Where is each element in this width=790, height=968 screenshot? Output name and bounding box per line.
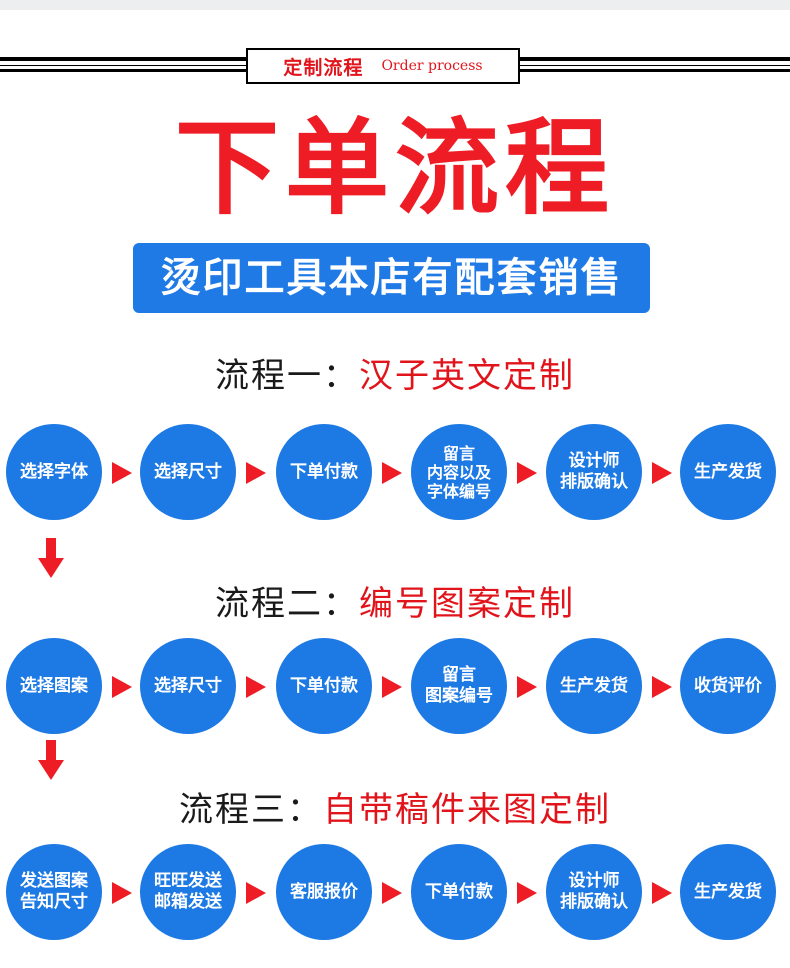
step-circle: 下单付款	[276, 424, 372, 520]
step-circle: 选择字体	[6, 424, 102, 520]
right-arrow-icon	[517, 882, 537, 904]
step-circle: 留言 图案编号	[411, 638, 507, 734]
step-circle: 下单付款	[411, 844, 507, 940]
step-circle: 下单付款	[276, 638, 372, 734]
right-arrow-icon	[517, 676, 537, 698]
process-1-name: 汉子英文定制	[359, 356, 575, 396]
header-title-cn: 定制流程	[283, 56, 364, 79]
right-arrow-icon	[652, 462, 672, 484]
down-arrow-icon	[38, 538, 64, 580]
process-3-name: 自带稿件来图定制	[323, 790, 611, 830]
right-arrow-icon	[112, 676, 132, 698]
process-2-steps: 选择图案 选择尺寸 下单付款 留言 图案编号 生产发货 收货评价	[0, 638, 790, 738]
right-arrow-icon	[382, 676, 402, 698]
tool-sales-banner: 烫印工具本店有配套销售	[133, 243, 650, 313]
step-circle: 选择图案	[6, 638, 102, 734]
process-2-name: 编号图案定制	[359, 584, 575, 624]
right-arrow-icon	[517, 462, 537, 484]
header-rule-left	[0, 57, 246, 77]
main-title: 下单流程	[174, 107, 615, 229]
step-circle: 发送图案 告知尺寸	[6, 844, 102, 940]
step-circle: 旺旺发送 邮箱发送	[140, 844, 236, 940]
down-arrow-icon	[38, 740, 64, 782]
step-circle: 选择尺寸	[140, 424, 236, 520]
step-circle: 设计师 排版确认	[546, 844, 642, 940]
process-1-title: 流程一：汉子英文定制	[0, 354, 790, 398]
step-circle: 留言 内容以及 字体编号	[411, 424, 507, 520]
right-arrow-icon	[112, 882, 132, 904]
step-circle: 生产发货	[680, 424, 776, 520]
process-1-steps: 选择字体 选择尺寸 下单付款 留言 内容以及 字体编号 设计师 排版确认 生产发…	[0, 424, 790, 524]
right-arrow-icon	[246, 882, 266, 904]
right-arrow-icon	[652, 882, 672, 904]
right-arrow-icon	[652, 676, 672, 698]
step-circle: 客服报价	[276, 844, 372, 940]
right-arrow-icon	[112, 462, 132, 484]
step-circle: 生产发货	[546, 638, 642, 734]
step-circle: 收货评价	[680, 638, 776, 734]
step-circle: 设计师 排版确认	[546, 424, 642, 520]
process-3-title: 流程三：自带稿件来图定制	[0, 788, 790, 832]
top-strip	[0, 0, 790, 10]
header-rule-right	[520, 57, 790, 77]
header-title-en: Order process	[381, 58, 483, 74]
header-label-box: 定制流程 Order process	[246, 48, 520, 84]
step-circle: 选择尺寸	[140, 638, 236, 734]
process-2-title: 流程二：编号图案定制	[0, 582, 790, 626]
process-2-label: 流程二：	[215, 584, 359, 624]
process-1-label: 流程一：	[215, 356, 359, 396]
right-arrow-icon	[382, 882, 402, 904]
right-arrow-icon	[246, 676, 266, 698]
right-arrow-icon	[382, 462, 402, 484]
process-3-label: 流程三：	[179, 790, 323, 830]
step-circle: 生产发货	[680, 844, 776, 940]
right-arrow-icon	[246, 462, 266, 484]
process-3-steps: 发送图案 告知尺寸 旺旺发送 邮箱发送 客服报价 下单付款 设计师 排版确认 生…	[0, 844, 790, 944]
